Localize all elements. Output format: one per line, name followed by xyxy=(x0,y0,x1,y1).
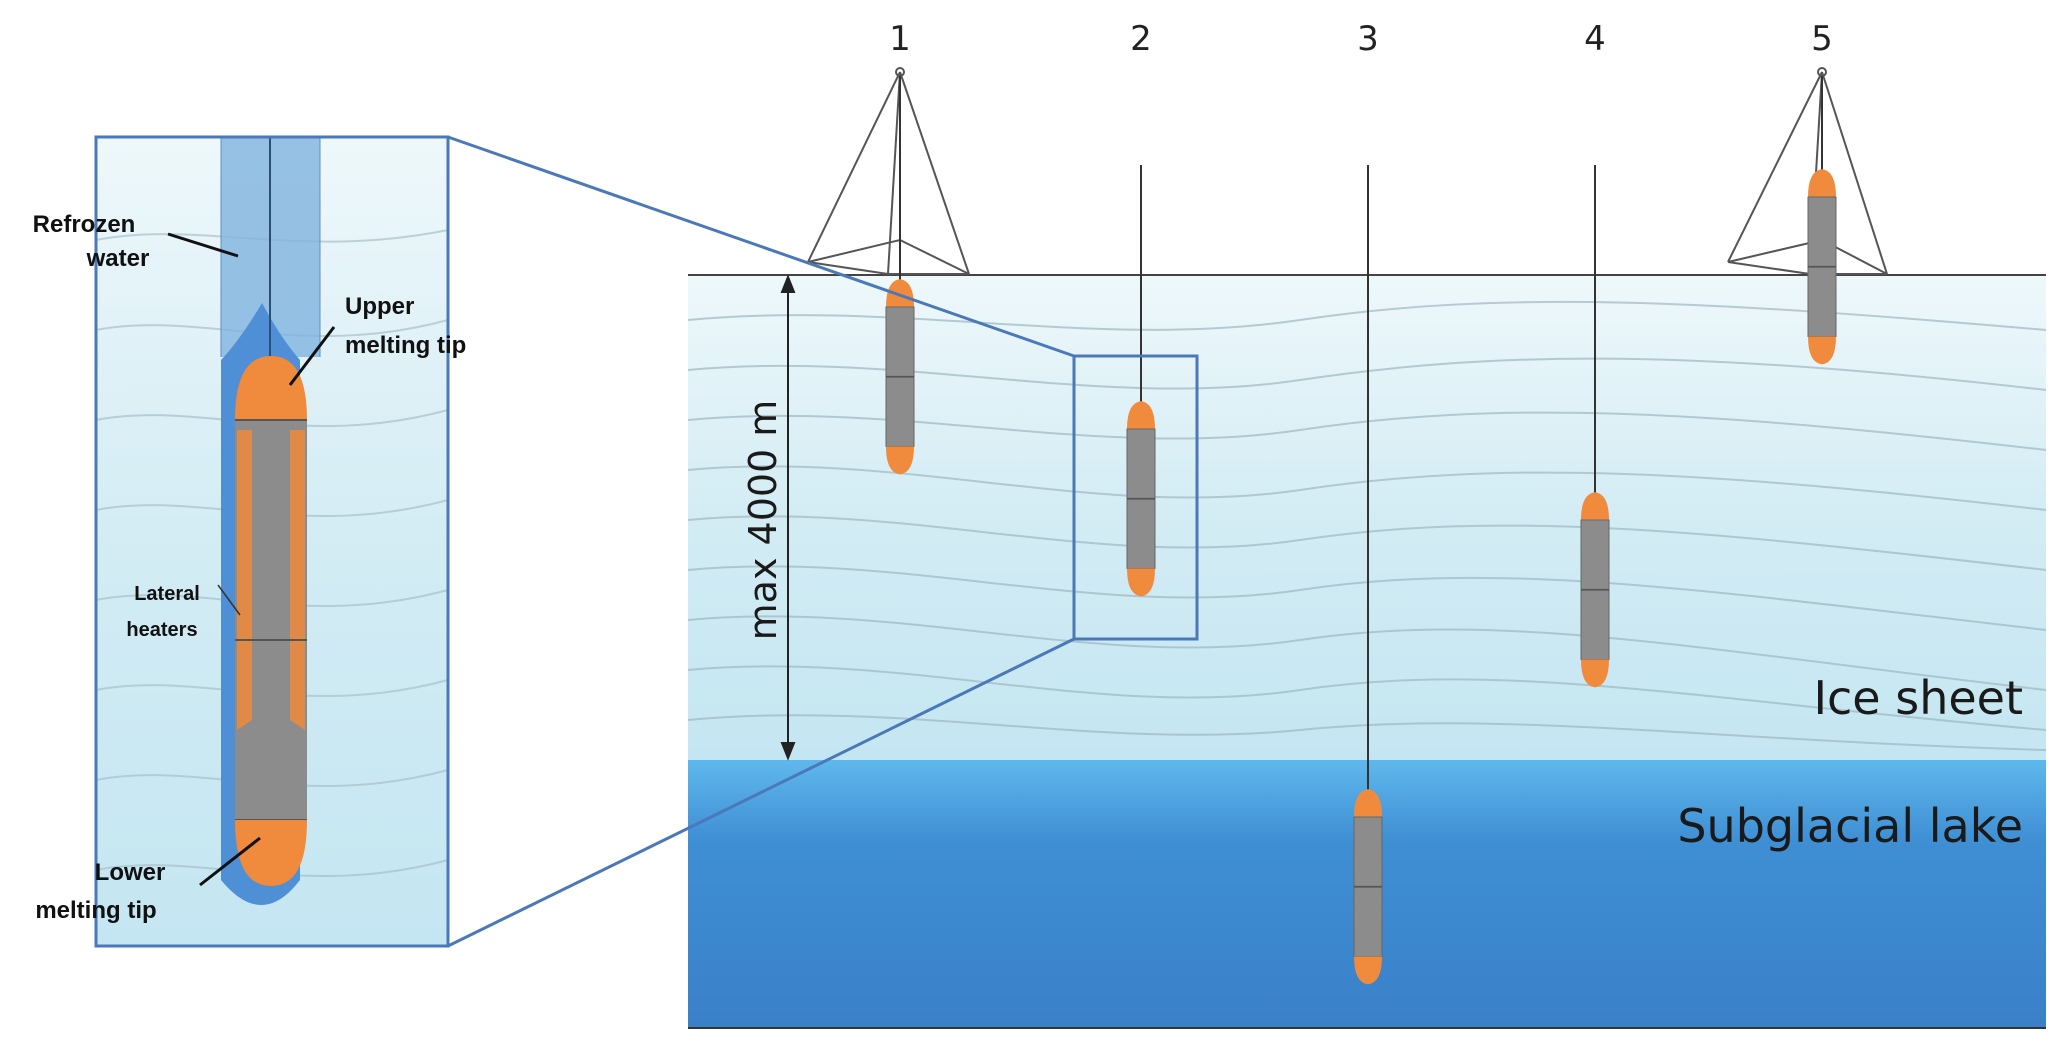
probe-number-1: 1 xyxy=(889,19,911,59)
upper-melting-tip-label-1: Upper xyxy=(345,293,414,320)
tripod-1 xyxy=(807,67,970,275)
upper-melting-tip-label-2: melting tip xyxy=(345,332,466,359)
probe-number-5: 5 xyxy=(1811,19,1833,59)
depth-label: max 4000 m xyxy=(741,400,785,641)
zoom-region-box xyxy=(1072,354,1199,641)
depth-arrow xyxy=(780,274,796,761)
probe-4 xyxy=(1580,491,1610,689)
probe-1 xyxy=(885,278,915,476)
probe-2 xyxy=(1126,400,1156,598)
ice-sheet-label: Ice sheet xyxy=(1813,671,2023,725)
probe-number-3: 3 xyxy=(1357,19,1379,59)
probe-number-4: 4 xyxy=(1584,19,1606,59)
lower-melting-tip-label-2: melting tip xyxy=(35,897,156,924)
probe-3 xyxy=(1353,788,1383,986)
tripod-5 xyxy=(1727,67,1888,275)
lateral-heaters-label-1: Lateral xyxy=(134,583,200,605)
subglacial-lake-label: Subglacial lake xyxy=(1677,799,2023,853)
refrozen-water-label-2: water xyxy=(86,245,150,272)
lower-melting-tip-label-1: Lower xyxy=(95,859,166,886)
probe-number-2: 2 xyxy=(1130,19,1152,59)
probe-5 xyxy=(1807,168,1837,366)
refrozen-water-label-1: Refrozen xyxy=(33,211,136,238)
inset-detail xyxy=(94,135,450,948)
lateral-heaters-label-2: heaters xyxy=(126,619,197,641)
